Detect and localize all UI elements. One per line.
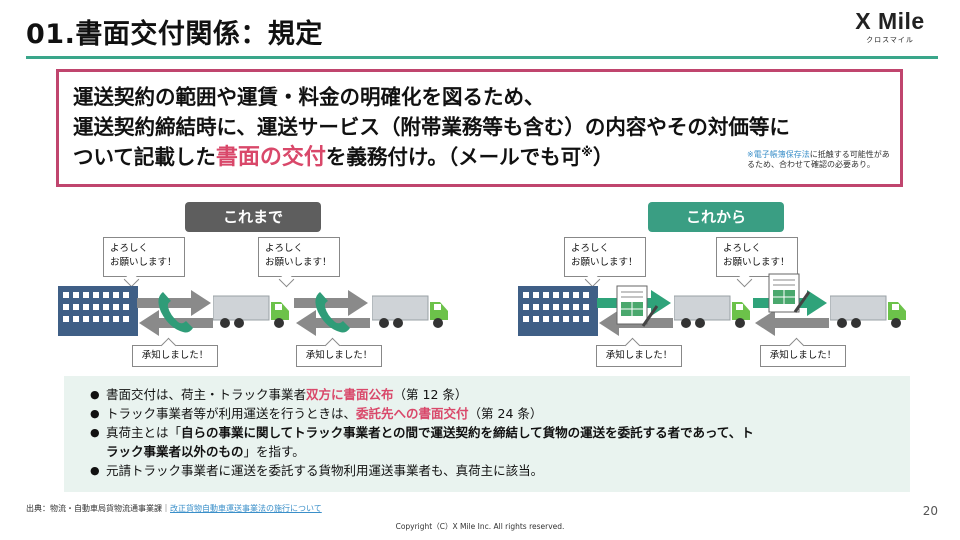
list-item: 元請トラック事業者に運送を委託する貨物利用運送事業者も、真荷主に該当。 <box>90 461 894 480</box>
bubble-text-line: よろしく <box>265 243 304 254</box>
footnote-text: に抵触する可能性があるため、合わせて確認の必要あり。 <box>747 150 890 169</box>
summary-box: 書面交付は、荷主・トラック事業者双方に書面公布（第 12 条） トラック事業者等… <box>64 376 910 492</box>
lead-line-1: 運送契約の範囲や運賃・料金の明確化を図るため、 <box>73 85 545 109</box>
list-item: 真荷主とは「自らの事業に関してトラック事業者との間で運送契約を締結して貨物の運送… <box>90 423 894 461</box>
company-logo: X Mile クロスマイル <box>842 8 938 45</box>
bullet-text: 書面交付は、荷主・トラック事業者 <box>106 387 307 402</box>
shipper-building-icon <box>58 286 138 336</box>
title-underline <box>26 56 938 59</box>
lead-line-3: ついて記載した書面の交付を義務付け。（メールでも可※） <box>73 142 886 173</box>
document-exchange-icon <box>597 285 673 336</box>
phone-exchange-icon <box>137 290 213 336</box>
bullet-bold: 自らの事業に関してトラック事業者との間で運送契約を締結して貨物の運送を委託する者… <box>181 425 754 440</box>
source-citation: 出典：物流・自動車局貨物流通事業課｜改正貨物自動車運送事業法の施行について <box>26 503 322 514</box>
after-request-bubble-1: よろしく お願いします！ <box>564 237 646 277</box>
lead-footnote-mark: ※ <box>581 145 593 160</box>
bubble-text-line: お願いします！ <box>723 257 790 268</box>
bubble-text-line: よろしく <box>723 243 762 254</box>
after-label: これから <box>648 202 784 232</box>
bullet-text: （第 12 条） <box>393 387 468 402</box>
logo-wordmark: X Mile <box>855 8 925 34</box>
page-title: 01.書面交付関係：規定 <box>26 19 323 50</box>
bullet-text: 元請トラック事業者に運送を委託する貨物利用運送事業者も、真荷主に該当。 <box>106 463 544 478</box>
document-exchange-icon <box>753 273 829 336</box>
bubble-text-line: お願いします！ <box>110 257 177 268</box>
bullet-bold: ラック事業者以外のもの <box>106 444 244 459</box>
after-reply-bubble-2: 承知しました！ <box>760 345 846 367</box>
copyright-text: Copyright（C）X Mile Inc. All rights reser… <box>395 522 565 531</box>
before-request-bubble-1: よろしく お願いします！ <box>103 237 185 277</box>
truck-icon <box>213 295 289 328</box>
before-label: これまで <box>185 202 321 232</box>
footnote-link[interactable]: ※電子帳簿保存法 <box>747 150 810 159</box>
bullet-text: トラック事業者等が利用運送を行うときは、 <box>106 406 357 421</box>
lead-line-3-suffix: を義務付け。（メールでも可 <box>325 145 582 169</box>
page-number: 20 <box>922 504 938 518</box>
truck-icon <box>372 295 448 328</box>
before-reply-bubble-1: 承知しました！ <box>132 345 218 367</box>
lead-emphasis: 書面の交付 <box>215 145 326 170</box>
after-reply-bubble-1: 承知しました！ <box>596 345 682 367</box>
bullet-text: 」を指す。 <box>243 444 305 459</box>
bubble-text-line: お願いします！ <box>265 257 332 268</box>
bubble-text-line: よろしく <box>110 243 149 254</box>
bubble-text-line: よろしく <box>571 243 610 254</box>
before-reply-bubble-2: 承知しました！ <box>296 345 382 367</box>
truck-icon <box>674 295 750 328</box>
bullet-emphasis: 委託先への書面交付 <box>356 406 469 421</box>
bullet-text: （第 24 条） <box>468 406 543 421</box>
list-item: トラック事業者等が利用運送を行うときは、委託先への書面交付（第 24 条） <box>90 404 894 423</box>
phone-exchange-icon <box>294 290 370 336</box>
lead-statement-box: 運送契約の範囲や運賃・料金の明確化を図るため、 運送契約締結時に、運送サービス（… <box>56 69 903 187</box>
logo-subtitle: クロスマイル <box>866 36 914 44</box>
lead-line-3-prefix: ついて記載した <box>73 145 216 169</box>
list-item: 書面交付は、荷主・トラック事業者双方に書面公布（第 12 条） <box>90 385 894 404</box>
shipper-building-icon <box>518 286 598 336</box>
source-prefix: 出典：物流・自動車局貨物流通事業課｜ <box>26 504 170 513</box>
before-request-bubble-2: よろしく お願いします！ <box>258 237 340 277</box>
lead-line-2: 運送契約締結時に、運送サービス（附帯業務等も含む）の内容やその対価等に <box>73 115 790 139</box>
truck-icon <box>830 295 906 328</box>
lead-line-3-end: ） <box>592 145 614 169</box>
bullet-text: 真荷主とは「 <box>106 425 182 440</box>
after-request-bubble-2: よろしく お願いします！ <box>716 237 798 277</box>
source-link[interactable]: 改正貨物自動車運送事業法の施行について <box>170 504 322 513</box>
summary-list: 書面交付は、荷主・トラック事業者双方に書面公布（第 12 条） トラック事業者等… <box>90 385 894 480</box>
bullet-emphasis: 双方に書面公布 <box>306 387 394 402</box>
lead-footnote: ※電子帳簿保存法に抵触する可能性があるため、合わせて確認の必要あり。 <box>747 150 897 170</box>
bubble-text-line: お願いします！ <box>571 257 638 268</box>
